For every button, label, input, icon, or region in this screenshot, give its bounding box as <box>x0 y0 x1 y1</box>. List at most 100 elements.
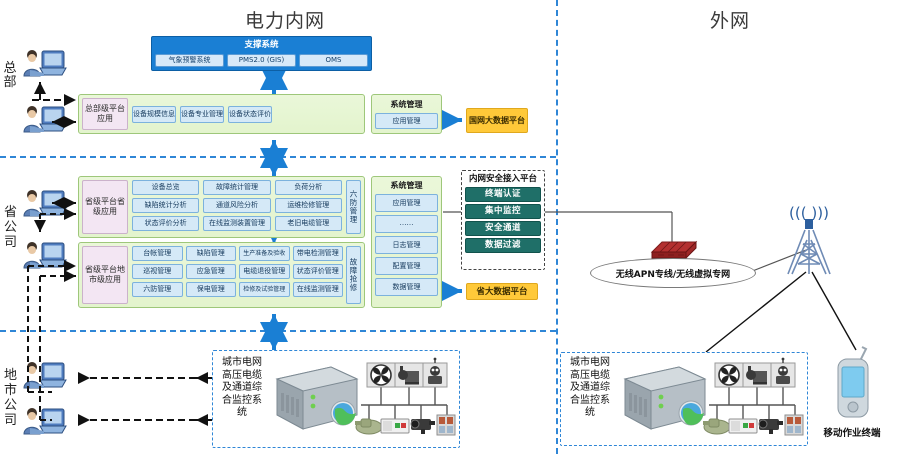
city-item-status-eval[interactable]: 状态评价管理 <box>292 264 343 279</box>
support-item-oms[interactable]: OMS <box>299 54 368 67</box>
mobile-terminal-label: 移动作业终端 <box>806 425 898 439</box>
hq-item-device-pro-mgmt[interactable]: 设备专业管理 <box>180 105 224 123</box>
divider-internal-external <box>556 0 558 454</box>
user-workstation-icon <box>23 190 67 217</box>
city-item-fault-repair[interactable]: 故障抢修 <box>346 246 361 304</box>
user-workstation-icon <box>23 362 67 389</box>
province-column-3: 负荷分析 运维检修管理 老旧电缆管理 <box>274 180 342 234</box>
city-column-3: 生产准备及验收 电缆退役管理 检修及试验管理 <box>239 246 290 304</box>
province-item-defect-stats[interactable]: 缺陷统计分析 <box>132 198 200 213</box>
support-item-pms[interactable]: PMS2.0 (GIS) <box>227 54 296 67</box>
pda-device-icon <box>837 346 869 418</box>
hq-item-device-scale[interactable]: 设备规模信息 <box>132 105 176 123</box>
province-item-old-cable[interactable]: 老旧电缆管理 <box>274 216 342 231</box>
province-sysmgmt-item-data[interactable]: 数据管理 <box>375 278 438 296</box>
tag-headquarters: 总部 <box>2 62 18 90</box>
mobile-terminal-label-text: 移动作业终端 <box>823 428 881 439</box>
province-item-om-repair[interactable]: 运维检修管理 <box>274 198 342 213</box>
camera-icon <box>410 419 435 434</box>
monitoring-right-label: 城市电网高压电缆及通道综合监控系统 <box>569 357 611 420</box>
city-item-online-monitor[interactable]: 在线监测管理 <box>292 282 343 297</box>
province-item-status-eval-analysis[interactable]: 状态评价分析 <box>132 216 200 231</box>
panel-icon <box>436 414 456 436</box>
city-item-live-detection[interactable]: 带电检测管理 <box>292 246 343 261</box>
tag-province-company-label: 省公司 <box>3 205 17 250</box>
province-sysmgmt-item-log[interactable]: 日志管理 <box>375 236 438 254</box>
city-item-patrol[interactable]: 巡视管理 <box>132 264 183 279</box>
user-workstation-hq-2 <box>22 102 68 136</box>
user-workstation-icon <box>23 242 67 269</box>
city-item-six-prevention[interactable]: 六防管理 <box>132 282 183 297</box>
province-item-online-monitor-device[interactable]: 在线监测装置管理 <box>203 216 271 231</box>
tag-headquarters-label: 总部 <box>3 61 17 90</box>
sensor-icon <box>355 418 383 435</box>
province-item-device-overview[interactable]: 设备总览 <box>132 180 200 195</box>
hq-sysmgmt-item-app[interactable]: 应用管理 <box>375 113 438 129</box>
province-sysmgmt-title: 系统管理 <box>390 181 423 190</box>
monitoring-system-left: 城市电网高压电缆及通道综合监控系统 <box>212 350 460 448</box>
mobile-terminal <box>828 345 880 423</box>
province-item-channel-risk[interactable]: 通道风险分析 <box>203 198 271 213</box>
province-platform-panel: 省级平台省级应用 设备总览 缺陷统计分析 状态评价分析 故障统计管理 通道风险分… <box>78 176 365 238</box>
secure-access-item-data-filter[interactable]: 数据过滤 <box>465 238 541 253</box>
province-item-fault-stats[interactable]: 故障统计管理 <box>203 180 271 195</box>
support-system-title: 支撑系统 <box>244 40 279 50</box>
city-column-4: 带电检测管理 状态评价管理 在线监测管理 <box>292 246 343 304</box>
server-icon <box>623 366 707 430</box>
controller-icon <box>380 418 410 434</box>
cell-tower-icon: ((( ))) <box>787 204 831 275</box>
hq-platform-side-label: 总部级平台应用 <box>82 98 128 130</box>
tag-city-company: 地市公司 <box>3 368 18 428</box>
user-workstation-city-1 <box>22 358 68 392</box>
province-big-data-label: 省大数据平台 <box>476 286 528 297</box>
external-network-title: 外网 <box>709 10 750 32</box>
support-system-items: 气象预警系统 PMS2.0 (GIS) OMS <box>155 54 368 67</box>
svg-text:((( ))): ((( ))) <box>789 204 829 222</box>
server-icon <box>275 366 359 430</box>
province-column-1: 设备总览 缺陷统计分析 状态评价分析 <box>132 180 200 234</box>
robot-icon <box>422 357 448 388</box>
user-workstation-city-2 <box>22 404 68 438</box>
secure-access-item-terminal-auth[interactable]: 终端认证 <box>465 187 541 202</box>
city-item-ledger[interactable]: 台帐管理 <box>132 246 183 261</box>
secure-access-item-central-monitor[interactable]: 集中监控 <box>465 204 541 219</box>
city-column-1: 台帐管理 巡视管理 六防管理 <box>132 246 183 304</box>
user-workstation-province-2 <box>22 238 68 272</box>
camera-icon <box>758 419 783 434</box>
divider-province-city <box>0 330 556 332</box>
secure-access-item-secure-channel[interactable]: 安全通道 <box>465 221 541 236</box>
province-column-2: 故障统计管理 通道风险分析 在线监测装置管理 <box>203 180 271 234</box>
city-item-cable-retire[interactable]: 电缆退役管理 <box>239 264 290 279</box>
province-sysmgmt-item-app[interactable]: 应用管理 <box>375 194 438 212</box>
monitoring-left-icons <box>275 357 456 436</box>
user-workstation-icon <box>23 50 67 77</box>
monitoring-left-label: 城市电网高压电缆及通道综合监控系统 <box>221 357 263 420</box>
apn-network-label: 无线APN专线/无线虚拟专网 <box>615 269 731 280</box>
province-item-six-prevention[interactable]: 六防管理 <box>345 180 361 234</box>
province-sysmgmt-item-config[interactable]: 配置管理 <box>375 257 438 275</box>
city-platform-side-label: 省级平台地市级应用 <box>82 246 128 304</box>
national-big-data-platform[interactable]: 国网大数据平台 <box>466 108 528 133</box>
user-workstation-province-1 <box>22 186 68 220</box>
tag-province-company: 省公司 <box>3 205 18 250</box>
firewall <box>648 236 700 262</box>
city-item-power-guarantee[interactable]: 保电管理 <box>185 282 236 297</box>
divider-hq-province <box>0 156 556 158</box>
city-item-defect[interactable]: 缺陷管理 <box>185 246 236 261</box>
support-system-panel: 支撑系统 气象预警系统 PMS2.0 (GIS) OMS <box>151 36 372 71</box>
city-item-emergency[interactable]: 应急管理 <box>185 264 236 279</box>
hq-item-device-status-eval[interactable]: 设备状态评价 <box>228 105 272 123</box>
hq-platform-panel: 总部级平台应用 设备规模信息 设备专业管理 设备状态评价 <box>78 94 365 134</box>
fan-icon <box>366 362 396 388</box>
city-item-production-acceptance[interactable]: 生产准备及验收 <box>239 246 290 261</box>
province-item-load-analysis[interactable]: 负荷分析 <box>274 180 342 195</box>
monitoring-right-icons <box>623 357 804 436</box>
apn-network-ellipse: 无线APN专线/无线虚拟专网 <box>590 258 756 288</box>
secure-access-platform-panel: 内网安全接入平台 终端认证 集中监控 安全通道 数据过滤 <box>461 170 545 270</box>
panel-icon <box>784 414 804 436</box>
city-item-repair-test[interactable]: 检修及试验管理 <box>239 282 290 297</box>
province-big-data-platform[interactable]: 省大数据平台 <box>466 283 538 300</box>
monitoring-left-label-text: 城市电网高压电缆及通道综合监控系统 <box>222 357 262 418</box>
pump-icon <box>742 362 772 388</box>
support-item-weather[interactable]: 气象预警系统 <box>155 54 224 67</box>
